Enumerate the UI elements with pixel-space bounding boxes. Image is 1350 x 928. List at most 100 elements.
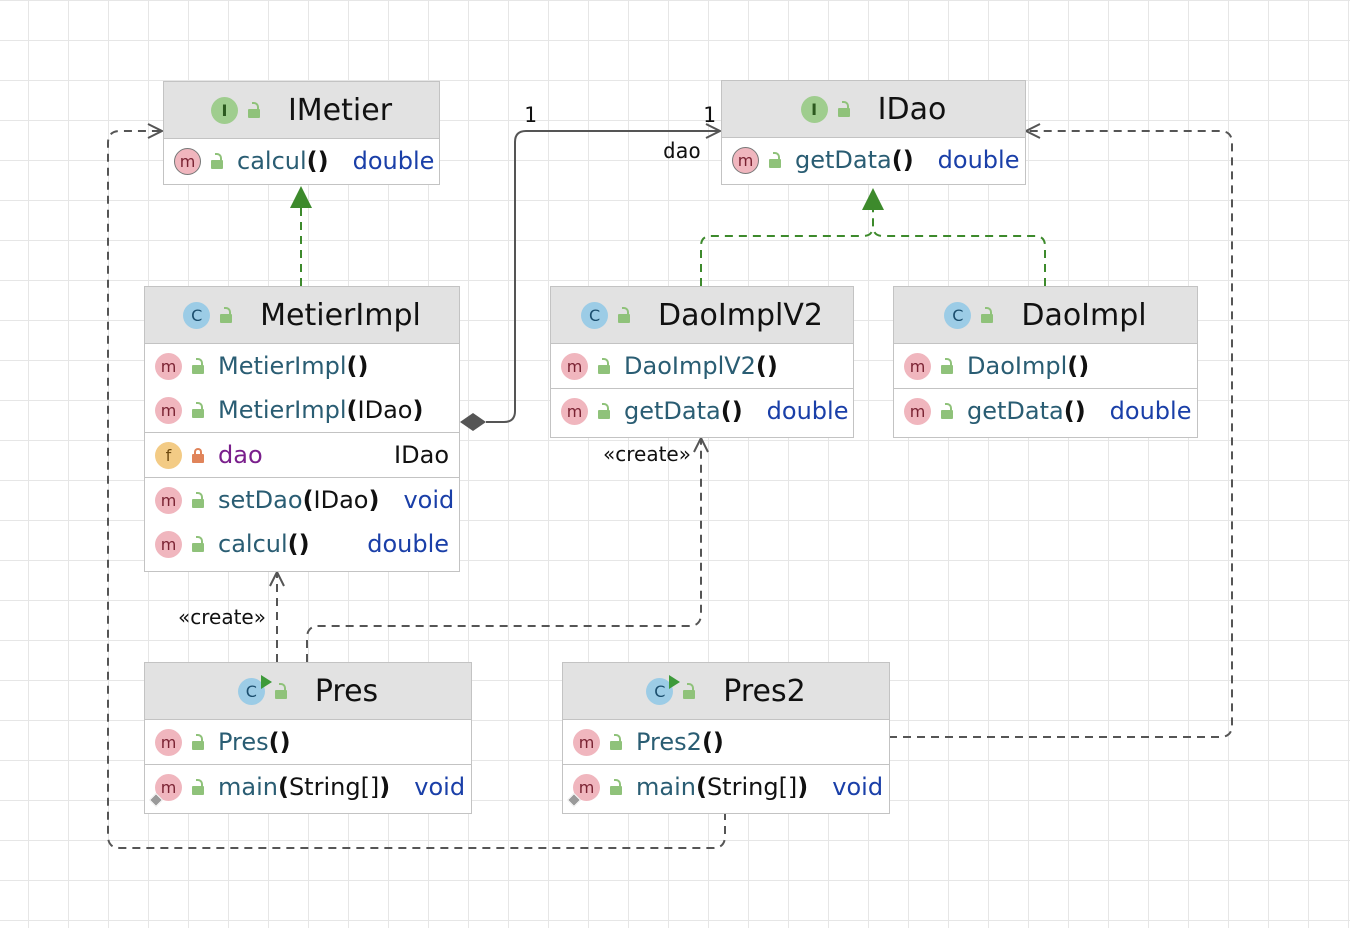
method-icon: m (148, 773, 182, 807)
class-icon: C (581, 301, 609, 329)
method-icon: m (174, 147, 201, 175)
close-paren: ) (1074, 397, 1086, 425)
public-lock-icon (608, 779, 624, 795)
close-paren: ) (797, 773, 809, 801)
interface-icon: I (210, 96, 238, 124)
return-type: double (766, 397, 849, 425)
class-header[interactable]: C MetierImpl (145, 287, 459, 344)
return-type: double (1109, 397, 1192, 425)
method-name: MetierImpl (218, 396, 347, 424)
field-type: IDao (394, 441, 449, 469)
method-icon: m (155, 396, 182, 424)
method-name: calcul (218, 530, 288, 558)
method-name: getData (624, 397, 721, 425)
close-paren: ) (766, 352, 778, 380)
public-lock-icon (767, 152, 783, 168)
method-name: setDao (218, 486, 303, 514)
open-paren: ( (346, 396, 358, 424)
close-paren: ) (712, 728, 724, 756)
open-paren: ( (306, 147, 318, 175)
method-icon: m (566, 773, 600, 807)
return-type: void (403, 486, 455, 514)
public-lock-icon (218, 307, 234, 323)
public-lock-icon (681, 683, 697, 699)
class-icon: C (183, 301, 211, 329)
realization-arrowhead-idao (862, 188, 884, 210)
dependency-pres2-imetier (107, 131, 726, 849)
public-lock-icon (939, 403, 955, 419)
realization-daoimpl-idao (872, 225, 1046, 286)
method-icon: m (732, 146, 759, 174)
method-name: Pres2 (636, 728, 702, 756)
class-name: IDao (877, 91, 947, 127)
class-header[interactable]: C Pres2 (563, 663, 889, 720)
public-lock-icon (190, 779, 206, 795)
public-lock-icon (209, 153, 225, 169)
create-stereotype-metierimpl: «create» (178, 605, 266, 629)
public-lock-icon (190, 734, 206, 750)
class-name: DaoImpl (1021, 297, 1147, 333)
public-lock-icon (939, 358, 955, 374)
class-name: Pres2 (723, 673, 806, 709)
open-paren: ( (268, 728, 280, 756)
method-name: main (218, 773, 278, 801)
class-name: MetierImpl (260, 297, 421, 333)
public-lock-icon (616, 307, 632, 323)
public-lock-icon (190, 402, 206, 418)
public-lock-icon (608, 734, 624, 750)
class-name: IMetier (287, 92, 393, 128)
open-paren: ( (1067, 352, 1079, 380)
open-paren: ( (891, 146, 903, 174)
class-icon: C (237, 674, 272, 705)
class-icon: C (646, 674, 681, 705)
method-icon: m (904, 352, 931, 380)
class-header[interactable]: I IMetier (164, 82, 439, 139)
public-lock-icon (190, 536, 206, 552)
public-lock-icon (596, 358, 612, 374)
open-paren: ( (755, 352, 767, 380)
return-type: void (414, 773, 466, 801)
method-name: MetierImpl (218, 352, 347, 380)
open-paren: ( (701, 728, 713, 756)
method-params: String[] (706, 773, 798, 801)
method-icon: m (904, 397, 931, 425)
realization-arrowhead-imetier (290, 186, 312, 208)
method-icon: m (155, 728, 182, 756)
method-name: DaoImplV2 (624, 352, 756, 380)
close-paren: ) (902, 146, 914, 174)
method-name: getData (795, 146, 892, 174)
multiplicity-source: 1 (524, 103, 537, 127)
